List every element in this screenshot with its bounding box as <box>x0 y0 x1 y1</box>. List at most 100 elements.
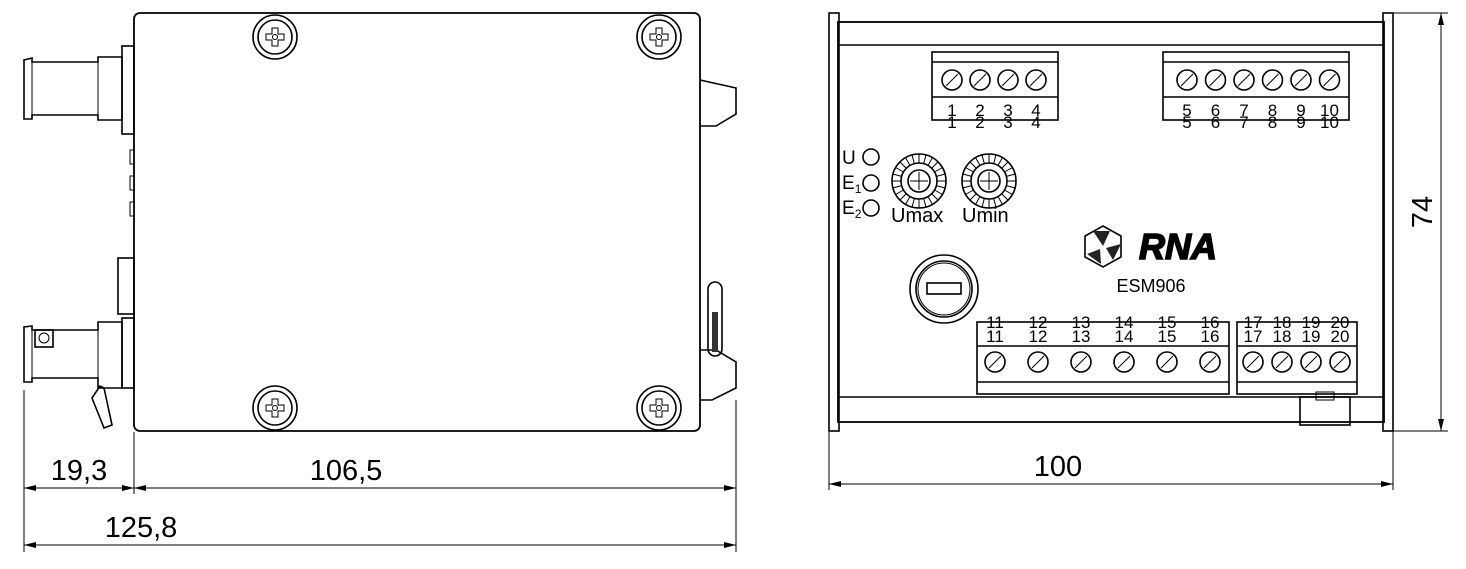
terminal-label-back-18: 18 <box>1273 313 1292 332</box>
top-connector-plug <box>23 45 135 135</box>
terminal-label-back-1: 1 <box>947 113 956 132</box>
side-dimensions: 19,3 106,5 125,8 <box>23 390 737 552</box>
knob-tick <box>923 198 927 208</box>
terminal-label-15: 15 <box>1158 327 1177 346</box>
terminal-screw-20[interactable] <box>1329 351 1351 373</box>
brand-logo: RNA <box>1084 225 1218 268</box>
front-housing <box>837 21 1385 423</box>
knob-tick <box>981 198 985 208</box>
terminal-slot-9 <box>1294 73 1308 87</box>
knob-tick <box>934 167 943 173</box>
knob-tick <box>934 189 943 195</box>
knob-tick <box>962 173 972 177</box>
terminal-screw-2[interactable] <box>969 69 991 91</box>
terminal-label-2: 2 <box>975 101 984 120</box>
terminal-label-12: 12 <box>1029 327 1048 346</box>
terminal-label-back-10: 10 <box>1320 113 1339 132</box>
terminal-label-back-13: 13 <box>1072 313 1091 332</box>
terminal-screw-1[interactable] <box>941 69 963 91</box>
led-u-label: U <box>842 148 856 169</box>
knob-tick <box>936 173 946 177</box>
terminal-label-back-19: 19 <box>1302 313 1321 332</box>
terminal-label-back-11: 11 <box>986 313 1004 332</box>
side-view: 19,3 106,5 125,8 <box>23 12 737 552</box>
terminal-slot-2 <box>973 73 987 87</box>
knob-tick <box>936 185 946 189</box>
knob-tick <box>931 161 939 169</box>
knob-tick <box>911 154 915 164</box>
knob-tick <box>997 157 1003 166</box>
terminal-label-14: 14 <box>1115 327 1134 346</box>
knob-tick <box>905 196 911 205</box>
terminal-slot-6 <box>1209 73 1222 87</box>
terminal-label-3: 3 <box>1003 101 1012 120</box>
terminal-label-back-16: 16 <box>1201 313 1220 332</box>
knob-tick <box>965 189 974 195</box>
terminal-screw-19[interactable] <box>1300 351 1322 373</box>
terminal-screw-17[interactable] <box>1242 351 1264 373</box>
led-group: U E1 E2 <box>842 148 880 221</box>
dim-left-offset: 19,3 <box>51 455 107 487</box>
knob-tick <box>962 185 972 189</box>
knob-umin[interactable]: Umin <box>961 153 1017 227</box>
terminal-screw-12[interactable] <box>1027 351 1049 373</box>
knob-tick <box>892 173 902 177</box>
terminal-screw-9[interactable] <box>1290 69 1312 91</box>
knob-umax-label: Umax <box>891 205 943 227</box>
knob-tick <box>975 196 981 205</box>
bottom-connector-plug <box>23 317 135 430</box>
knob-tick <box>969 193 977 201</box>
terminal-screw-6[interactable] <box>1204 69 1227 91</box>
terminal-screw-18[interactable] <box>1271 351 1293 373</box>
terminal-label-7: 7 <box>1239 101 1248 120</box>
knob-tick <box>899 193 907 201</box>
terminal-label-back-17: 17 <box>1244 313 1263 332</box>
terminal-label-10: 10 <box>1320 101 1339 120</box>
screw-bottom-left <box>252 385 298 431</box>
terminal-label-19: 19 <box>1302 327 1321 346</box>
terminal-screw-13[interactable] <box>1070 351 1092 373</box>
terminal-slot-11 <box>988 355 1002 369</box>
terminal-screw-8[interactable] <box>1261 69 1284 91</box>
front-dimensions: 100 7 4 <box>828 12 1448 490</box>
knob-tick <box>1004 167 1013 173</box>
terminal-slot-3 <box>1001 73 1015 87</box>
knob-umin-label: Umin <box>962 205 1009 227</box>
knob-tick <box>1001 161 1009 169</box>
terminal-label-1: 1 <box>947 101 956 120</box>
knob-tick <box>895 167 904 173</box>
terminal-label-11: 11 <box>986 327 1004 346</box>
terminal-label-13: 13 <box>1072 327 1091 346</box>
terminal-slot-18 <box>1275 355 1289 369</box>
terminal-screw-11[interactable] <box>984 351 1006 373</box>
dim-width: 100 <box>1034 451 1082 483</box>
terminal-screw-7[interactable] <box>1233 69 1255 91</box>
rotary-switch[interactable] <box>909 254 979 324</box>
knob-umax[interactable]: Umax <box>891 153 947 227</box>
knob-tick <box>969 161 977 169</box>
terminal-screw-4[interactable] <box>1025 69 1047 91</box>
terminal-screw-14[interactable] <box>1113 351 1135 373</box>
terminal-label-back-15: 15 <box>1158 313 1177 332</box>
terminal-screw-16[interactable] <box>1199 351 1221 373</box>
terminal-screw-5[interactable] <box>1176 69 1198 91</box>
terminal-screw-10[interactable] <box>1318 69 1341 91</box>
knob-tick <box>1006 173 1016 177</box>
terminal-label-16: 16 <box>1201 327 1220 346</box>
knob-tick <box>927 196 933 205</box>
terminal-slot-17 <box>1246 355 1260 369</box>
terminal-label-17: 17 <box>1244 327 1263 346</box>
brand-name: RNA <box>1139 226 1217 267</box>
terminal-screw-3[interactable] <box>997 69 1019 91</box>
terminal-slot-1 <box>945 73 959 87</box>
led-e2-label: E2 <box>842 198 862 221</box>
knob-tick <box>927 157 933 166</box>
terminal-slot-19 <box>1304 355 1318 369</box>
terminal-label-back-12: 12 <box>1029 313 1048 332</box>
terminal-label-4: 4 <box>1031 101 1040 120</box>
terminal-label-back-7: 7 <box>1239 113 1248 132</box>
terminal-screw-15[interactable] <box>1156 351 1178 373</box>
